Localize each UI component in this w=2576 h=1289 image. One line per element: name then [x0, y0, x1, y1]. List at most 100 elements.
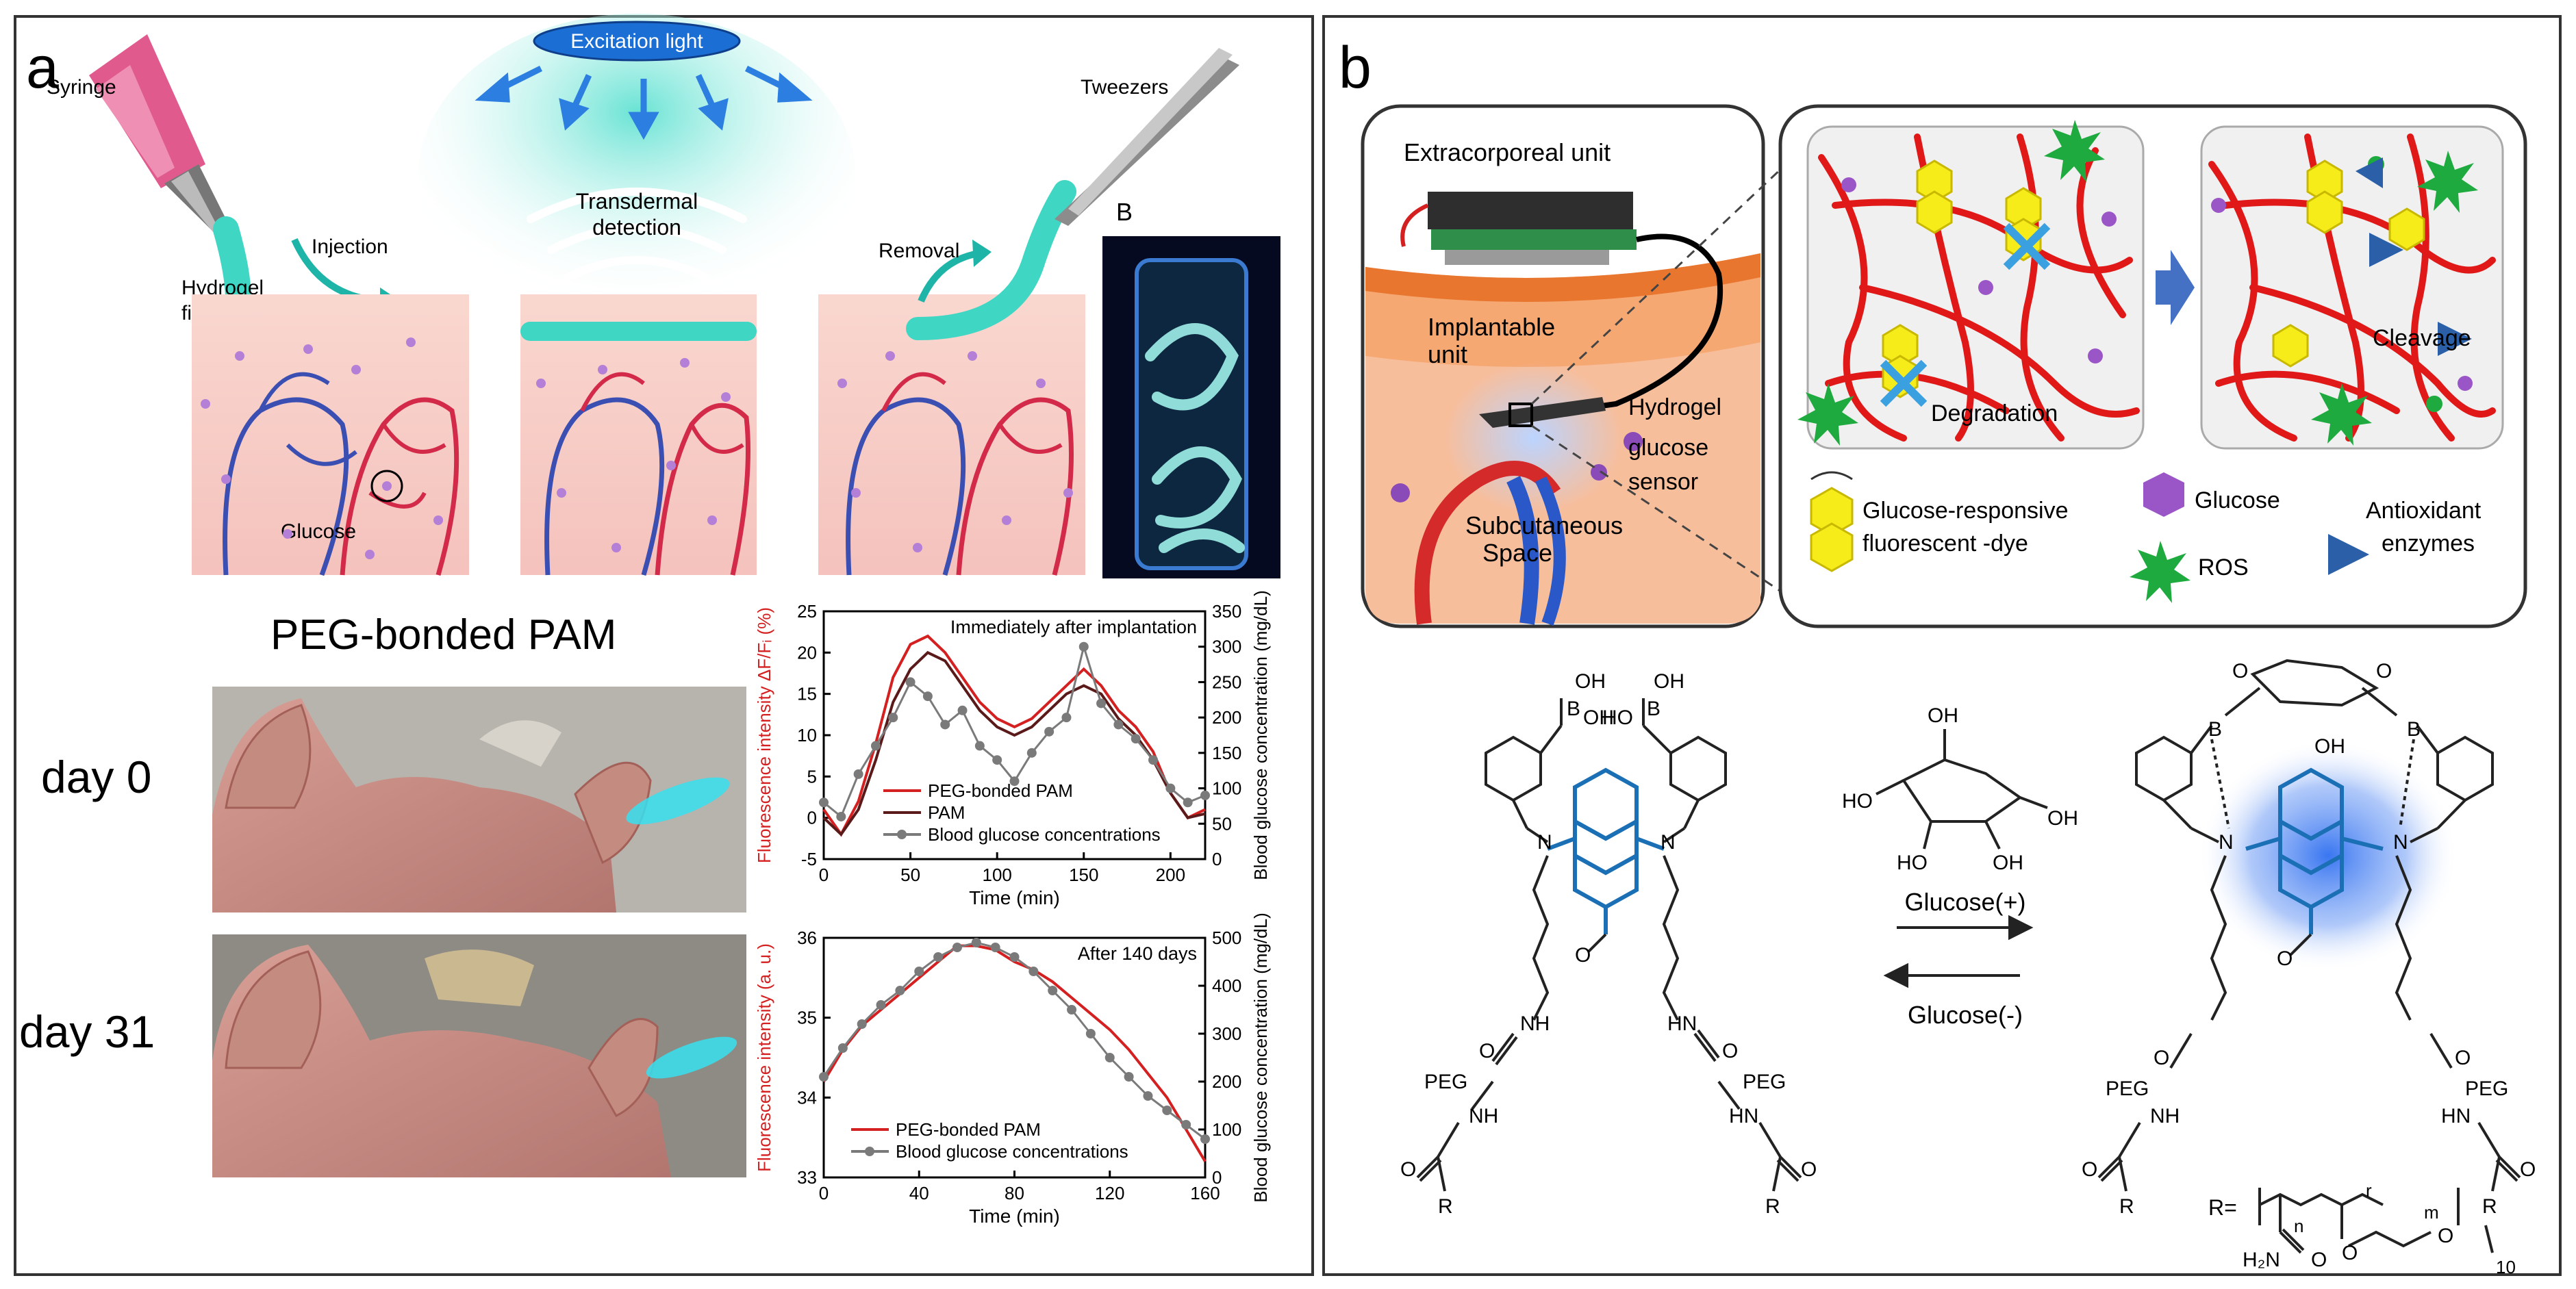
chem-b-left-2: B — [1647, 698, 1660, 720]
syringe-icon — [89, 34, 229, 234]
series-point — [1085, 1029, 1096, 1038]
photo-title: PEG-bonded PAM — [270, 611, 616, 659]
series-point — [1124, 1072, 1134, 1082]
glucose-plus-label: Glucose(+) — [1904, 888, 2025, 916]
chem-oh-sugar-3: OH — [2047, 807, 2078, 830]
series-point — [1183, 797, 1193, 808]
chem-oh-sugar-1: OH — [1928, 704, 1958, 727]
y-tick-label: 25 — [797, 601, 817, 622]
legend-glucose: Glucose — [2195, 487, 2280, 513]
chem-r-right-1: R — [2119, 1195, 2134, 1218]
y2-tick-label: 200 — [1212, 1071, 1241, 1092]
series-point — [819, 1072, 829, 1082]
y2-tick-label: 150 — [1212, 743, 1241, 763]
y2-tick-label: 500 — [1212, 928, 1241, 948]
legend-marker — [897, 830, 907, 839]
hydrogel-sensor-label-3: sensor — [1628, 469, 1698, 495]
legend-dye-2: fluorescent -dye — [1862, 531, 2028, 557]
legend-label: PEG-bonded PAM — [928, 780, 1073, 801]
chem-o-right-2: O — [2376, 660, 2392, 682]
r-n-subscript: n — [2294, 1216, 2303, 1236]
legend-enzymes-2: enzymes — [2382, 531, 2475, 557]
panel-b-body-scheme — [1361, 104, 1809, 628]
series-point — [895, 986, 905, 995]
legend-dye-1: Glucose-responsive — [1862, 498, 2068, 524]
y2-tick-label: 50 — [1212, 813, 1232, 834]
series-point — [1044, 726, 1055, 737]
skin-block-3 — [818, 180, 1085, 576]
chem-o-left-4: O — [1801, 1158, 1817, 1181]
series-point — [870, 741, 881, 751]
y-tick-label: 10 — [797, 725, 817, 745]
subcutaneous-label-1: Subcutaneous — [1465, 511, 1623, 539]
series-point — [876, 1000, 886, 1010]
chem-o-right-3: O — [2154, 1047, 2169, 1069]
chem-o-left-3: O — [1400, 1158, 1416, 1181]
vial-inset-photo — [1102, 236, 1280, 578]
glucose-minus-label: Glucose(-) — [1908, 1001, 2023, 1029]
hydrogel-sensor-label-2: glucose — [1628, 435, 1708, 461]
y2-tick-label: 100 — [1212, 1119, 1241, 1140]
y2-tick-label: 250 — [1212, 672, 1241, 692]
y2-tick-label: 0 — [1212, 849, 1222, 869]
hydrogel-network-zoom — [1778, 104, 2527, 628]
implantable-label-1: Implantable — [1428, 313, 1555, 341]
y-tick-label: 0 — [807, 808, 817, 828]
chem-oh-left-1: OH — [1575, 670, 1606, 693]
y-tick-label: 15 — [797, 684, 817, 704]
x-tick-label: 50 — [900, 865, 920, 885]
chem-nh-left: NH — [1520, 1012, 1550, 1035]
series-point — [1028, 967, 1039, 976]
legend-label: PEG-bonded PAM — [896, 1119, 1041, 1140]
series-point — [1113, 719, 1124, 730]
series-point — [819, 797, 829, 808]
series-point — [853, 769, 863, 779]
chem-nh-left-2: NH — [1469, 1105, 1498, 1127]
series-point — [1200, 1134, 1210, 1144]
detection-waves-icon — [527, 188, 747, 281]
x-axis-label: Time (min) — [969, 887, 1060, 908]
chem-hn-left: HN — [1667, 1012, 1697, 1035]
series-point — [1165, 783, 1176, 793]
excitation-label: Excitation light — [570, 30, 703, 53]
hydrogel-sensor-label-1: Hydrogel — [1628, 394, 1721, 420]
series-line — [822, 941, 1206, 1140]
r-o-3: O — [2438, 1225, 2453, 1247]
excitation-lens-icon — [533, 21, 741, 62]
series-line — [822, 650, 1206, 837]
series-point — [836, 811, 846, 821]
series-point — [1061, 713, 1072, 723]
skin-block-2 — [520, 294, 757, 576]
chemistry-scheme — [1416, 659, 2521, 1254]
chem-peg-left-2: PEG — [1743, 1071, 1786, 1093]
r-o-2: O — [2342, 1242, 2358, 1264]
degradation-label: Degradation — [1931, 400, 2058, 426]
x-tick-label: 40 — [909, 1183, 929, 1203]
mouse-photo-day31 — [212, 934, 746, 1177]
syringe-label: Syringe — [47, 76, 116, 99]
series-point — [1009, 776, 1020, 787]
injection-label: Injection — [312, 235, 388, 258]
y-axis-label: Fluorescence intensity (a. u.) — [754, 943, 774, 1172]
removal-label: Removal — [879, 240, 959, 262]
r-o-1: O — [2311, 1249, 2327, 1271]
series-point — [922, 691, 933, 702]
series-point — [1067, 1005, 1077, 1014]
panel-b-frame — [1322, 15, 2562, 1276]
series-point — [933, 952, 944, 962]
x-tick-label: 0 — [819, 1183, 829, 1203]
chem-nh-right: NH — [2150, 1105, 2180, 1127]
extracorporeal-label: Extracorporeal unit — [1404, 138, 1611, 166]
y2-axis-label: Blood glucose concentration (mg/dL) — [1250, 590, 1271, 880]
series-point — [974, 741, 985, 751]
day0-label: day 0 — [41, 752, 151, 802]
chem-r-right-2: R — [2482, 1195, 2497, 1218]
x-tick-label: 160 — [1190, 1183, 1220, 1203]
chem-b-right-1: B — [2208, 718, 2222, 741]
chem-oh-left-3: OH — [1654, 670, 1684, 693]
series-point — [888, 713, 898, 723]
y-tick-label: 20 — [797, 642, 817, 663]
chem-r-left-1: R — [1438, 1195, 1453, 1218]
y2-tick-label: 200 — [1212, 707, 1241, 728]
